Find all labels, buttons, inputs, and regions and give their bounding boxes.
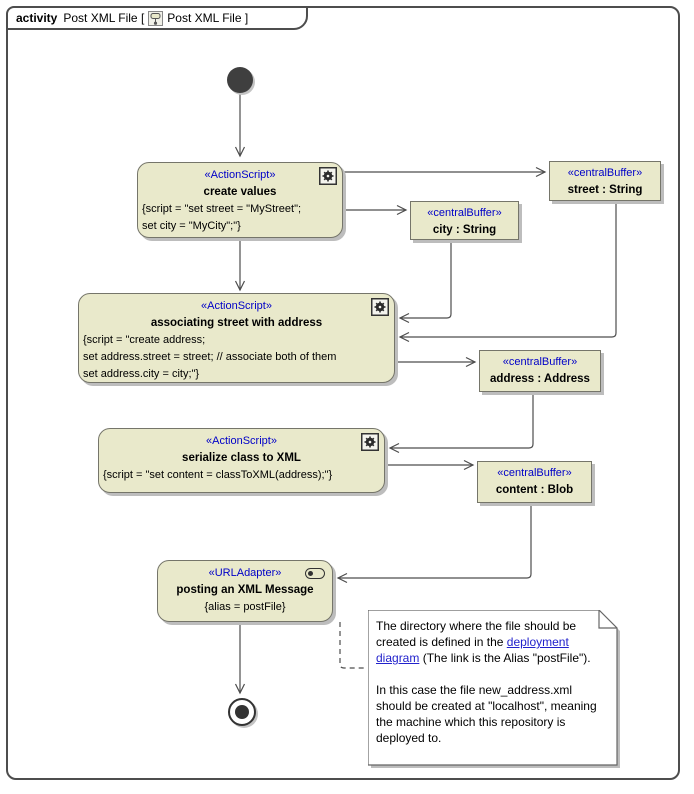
buffer-name: address : Address	[490, 373, 590, 385]
initial-node[interactable]	[227, 67, 253, 93]
central-buffer-street[interactable]: «centralBuffer» street : String	[549, 161, 661, 201]
note-text: The directory where the file should be c…	[376, 618, 610, 762]
note-text-segment: (The link is the Alias "postFile").	[419, 651, 591, 665]
script-line: {script = "set street = "MyStreet";	[142, 203, 302, 215]
note-paragraph-1: The directory where the file should be c…	[376, 618, 610, 666]
url-adapter-icon	[305, 568, 325, 579]
buffer-name: street : String	[567, 184, 643, 196]
diagram-frame-header[interactable]: activity Post XML File [ Post XML File ]	[6, 6, 308, 30]
note-shape	[368, 610, 620, 768]
script-line: {script = "set content = classToXML(addr…	[103, 469, 333, 481]
central-buffer-address[interactable]: «centralBuffer» address : Address	[479, 350, 601, 392]
action-posting-xml-message[interactable]: «URLAdapter» posting an XML Message {ali…	[157, 560, 333, 622]
diagram-frame	[6, 6, 680, 780]
script-line: set address.city = city;"}	[83, 368, 200, 380]
note-text-segment: The directory where the file should be c…	[376, 619, 577, 649]
stereotype-label: «centralBuffer»	[427, 207, 502, 219]
frame-diagram-ref: Post XML File ]	[167, 11, 249, 25]
stereotype-label: «ActionScript»	[204, 169, 276, 181]
diagram-icon	[148, 10, 164, 26]
central-buffer-city[interactable]: «centralBuffer» city : String	[410, 201, 519, 240]
action-name: associating street with address	[150, 317, 323, 329]
alias-label: {alias = postFile}	[204, 601, 286, 613]
stereotype-label: «centralBuffer»	[502, 356, 578, 368]
script-line: set address.street = street; // associat…	[83, 351, 337, 363]
comment-note: The directory where the file should be c…	[368, 610, 620, 768]
action-name: create values	[203, 186, 277, 198]
frame-keyword: activity	[16, 11, 58, 25]
script-line: {script = "create address;	[83, 334, 206, 346]
stereotype-label: «centralBuffer»	[567, 167, 643, 179]
stereotype-label: «ActionScript»	[206, 435, 277, 447]
stereotype-label: «centralBuffer»	[497, 467, 572, 479]
action-gear-icon	[371, 298, 389, 316]
action-associating-street-with-address[interactable]: «ActionScript» associating street with a…	[78, 293, 395, 383]
central-buffer-content[interactable]: «centralBuffer» content : Blob	[477, 461, 592, 503]
note-paragraph-2: In this case the file new_address.xml sh…	[376, 683, 597, 745]
buffer-name: city : String	[432, 224, 497, 236]
buffer-name: content : Blob	[495, 484, 574, 496]
script-line: set city = "MyCity";"}	[142, 220, 241, 232]
deployment-diagram-link[interactable]: deployment diagram	[376, 635, 569, 665]
activity-final-inner-dot	[235, 705, 249, 719]
action-create-values[interactable]: «ActionScript» create values {script = "…	[137, 162, 343, 238]
stereotype-label: «ActionScript»	[201, 300, 272, 312]
frame-title: Post XML File [	[63, 11, 145, 25]
action-name: posting an XML Message	[176, 584, 314, 596]
stereotype-label: «URLAdapter»	[208, 567, 282, 579]
note-fold-corner	[598, 610, 617, 629]
action-gear-icon	[319, 167, 337, 185]
action-name: serialize class to XML	[182, 452, 301, 464]
action-gear-icon	[361, 433, 379, 451]
activity-final-node[interactable]	[228, 698, 256, 726]
action-serialize-class-to-xml[interactable]: «ActionScript» serialize class to XML {s…	[98, 428, 385, 493]
